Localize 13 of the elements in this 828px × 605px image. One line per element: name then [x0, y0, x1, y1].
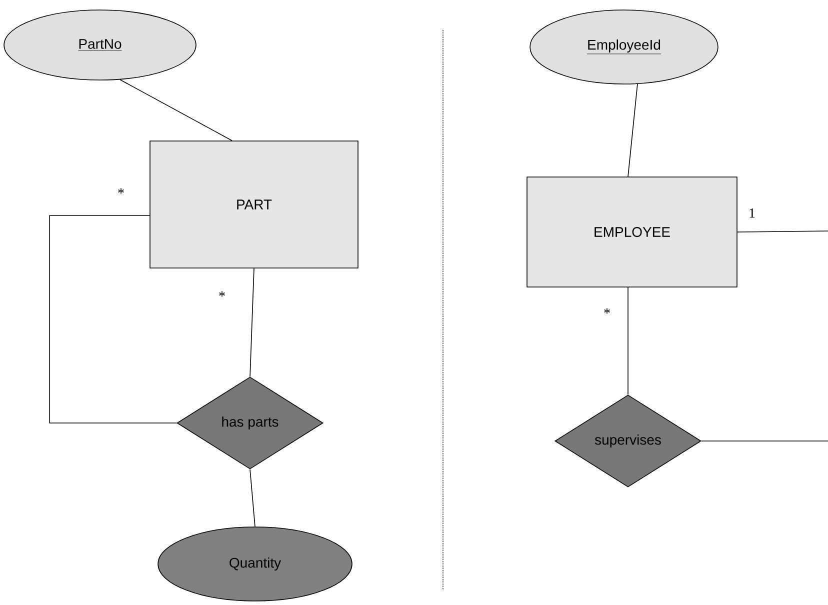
connector-line [737, 230, 828, 232]
connector-line [701, 440, 828, 442]
cardinality-label: 1 [750, 208, 755, 218]
entity-box: PART [150, 140, 358, 268]
entity-box: EMPLOYEE [526, 176, 738, 288]
connector-line [628, 84, 638, 177]
connector-line [49, 215, 177, 424]
connector-line [120, 79, 232, 141]
connector-line [250, 268, 254, 377]
cardinality-label: * [604, 308, 610, 314]
cardinality-label: * [219, 291, 225, 297]
cardinality-label: * [118, 188, 124, 194]
connector-line [250, 469, 256, 527]
